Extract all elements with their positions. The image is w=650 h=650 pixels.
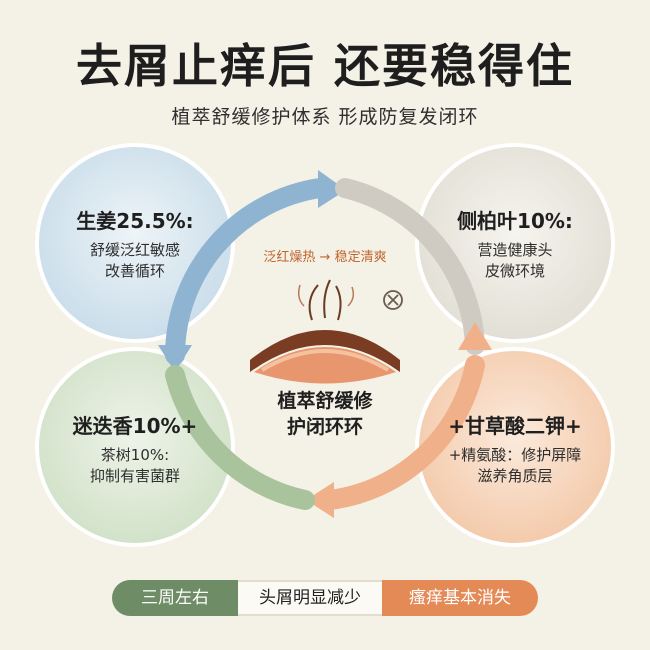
ingredient-line: 皮微环境: [484, 262, 545, 280]
page-title: 去屑止痒后 还要稳得住: [75, 39, 574, 93]
ingredient-rosemary: 迷迭香10%+ 茶树10%: 抑制有害菌群: [45, 410, 225, 487]
ingredient-heading: 生姜25.5%:: [76, 209, 194, 233]
page-subtitle: 植萃舒缓修护体系 形成防复发闭环: [171, 106, 479, 128]
arrow-head-blue-left: [158, 345, 192, 372]
ingredient-platycladus: 侧柏叶10%: 营造健康头 皮微环境: [425, 205, 605, 282]
arrow-blue-top: [165, 178, 330, 365]
ingredient-heading: 迷迭香10%+: [72, 414, 198, 438]
timeline-bar: 三周左右 头屑明显减少 瘙痒基本消失: [112, 580, 538, 616]
center-label: 植萃舒缓修 护闭环环: [255, 388, 395, 440]
ingredient-line: 舒缓泛红敏感: [89, 241, 180, 259]
effect-note: 泛红燥热 → 稳定清爽: [263, 250, 387, 265]
ingredient-heading: +甘草酸二钾+: [448, 414, 582, 438]
timeline-step-period: 三周左右: [112, 580, 238, 616]
center-label-line: 护闭环环: [286, 416, 363, 438]
ingredient-line: 茶树10%:: [100, 446, 170, 464]
ingredient-line: 滋养角质层: [477, 467, 553, 485]
ingredient-line: 营造健康头: [477, 241, 553, 259]
arrow-head-orange: [306, 482, 334, 518]
arrow-orange-bottom: [320, 355, 485, 510]
arrow-green-left: [165, 365, 315, 510]
no-itch-icon: [383, 290, 403, 310]
center-label-line: 植萃舒缓修: [277, 390, 373, 412]
ingredient-line: 抑制有害菌群: [89, 467, 180, 485]
ingredient-ginger: 生姜25.5%: 舒缓泛红敏感 改善循环: [45, 205, 225, 282]
ingredient-line: +精氨酸：修护屏障: [448, 446, 582, 464]
timeline-step-itch: 瘙痒基本消失: [382, 580, 538, 616]
arrow-head-blue: [318, 170, 346, 208]
ingredient-glycyrrhizinate: +甘草酸二钾+ +精氨酸：修护屏障 滋养角质层: [425, 410, 605, 487]
scalp-illustration: [250, 279, 400, 384]
arrow-gray-right: [335, 178, 485, 355]
ingredient-line: 改善循环: [104, 262, 165, 280]
arrow-head-gray: [458, 322, 492, 350]
ingredient-heading: 侧柏叶10%:: [457, 209, 573, 233]
timeline-step-dandruff: 头屑明显减少: [238, 580, 382, 616]
